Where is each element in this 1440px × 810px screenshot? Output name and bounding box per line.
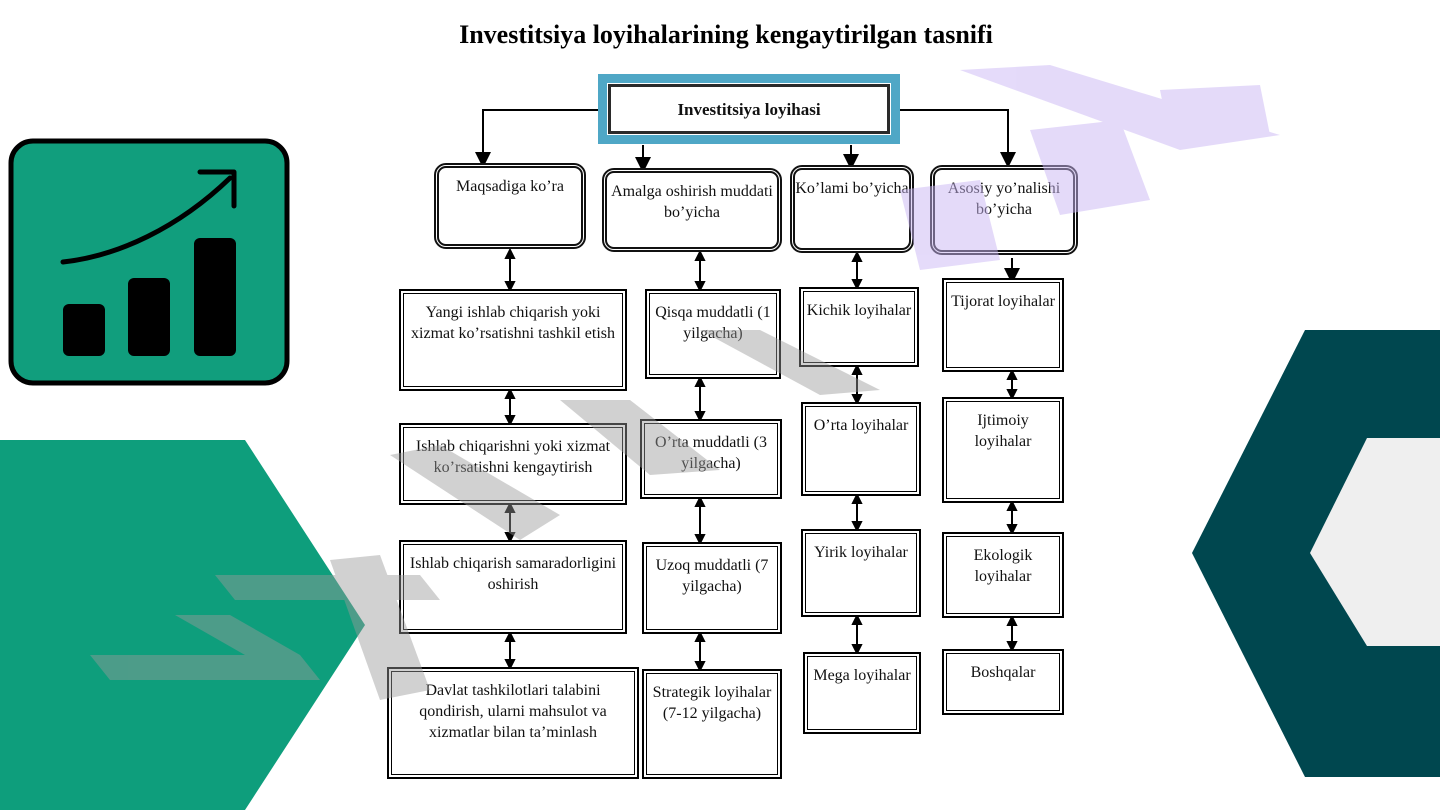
goal-item-box: Ishlab chiqarish samaradorligini oshiris…: [399, 540, 627, 634]
page-title: Investitsiya loyihalarining kengaytirilg…: [459, 20, 993, 49]
scale-item-box: O’rta loyihalar: [801, 402, 921, 496]
duration-item-box: Uzoq muddatli (7 yilgacha): [642, 542, 782, 634]
arrowhead: [504, 247, 516, 259]
category-box-direction: Asosiy yo’nalishi bo’yicha: [930, 165, 1078, 255]
arrowhead: [694, 281, 706, 293]
arrowhead: [1006, 389, 1018, 401]
arrowhead: [851, 613, 863, 625]
scale-item-box: Kichik loyihalar: [799, 287, 919, 367]
arrowhead: [1006, 524, 1018, 536]
arrowhead: [504, 532, 516, 544]
arrowhead: [851, 250, 863, 262]
arrowhead: [504, 659, 516, 671]
arrowhead: [851, 644, 863, 656]
goal-item-box: Davlat tashkilotlari talabini qondirish,…: [387, 667, 639, 779]
arrowhead: [504, 281, 516, 293]
arrowhead: [694, 375, 706, 387]
duration-item-box: Strategik loyihalar (7-12 yilgacha): [642, 669, 782, 779]
goal-item-box: Ishlab chiqarishni yoki xizmat ko’rsatis…: [399, 423, 627, 505]
arrowhead: [851, 394, 863, 406]
arrowhead: [694, 495, 706, 507]
arrowhead: [1006, 614, 1018, 626]
arrowhead: [694, 661, 706, 673]
arrowhead: [694, 411, 706, 423]
arrowhead: [504, 630, 516, 642]
root-box: Investitsiya loyihasi: [598, 74, 900, 144]
arrowhead: [504, 501, 516, 513]
goal-item-box: Yangi ishlab chiqarish yoki xizmat ko’rs…: [399, 289, 627, 391]
scale-item-box: Mega loyihalar: [803, 652, 921, 734]
direction-item-box: Ekologik loyihalar: [942, 532, 1064, 618]
arrowhead: [694, 534, 706, 546]
growth-chart-icon: [8, 138, 290, 386]
scale-item-box: Yirik loyihalar: [801, 529, 921, 617]
direction-item-box: Boshqalar: [942, 649, 1064, 715]
category-box-duration: Amalga oshirish muddati bo’yicha: [602, 168, 782, 252]
arrowhead: [694, 249, 706, 261]
arrowhead: [694, 630, 706, 642]
arrowhead: [1006, 499, 1018, 511]
arrowhead: [851, 279, 863, 291]
category-box-scale: Ko’lami bo’yicha: [790, 165, 914, 253]
arrowhead: [504, 415, 516, 427]
arrowhead: [1006, 368, 1018, 380]
arrowhead: [851, 363, 863, 375]
duration-item-box: Qisqa muddatli (1 yilgacha): [645, 289, 781, 379]
arrowhead: [504, 387, 516, 399]
direction-item-box: Tijorat loyihalar: [942, 278, 1064, 372]
arrowhead: [851, 492, 863, 504]
category-box-goal: Maqsadiga ko’ra: [434, 163, 586, 249]
direction-item-box: Ijtimoiy loyihalar: [942, 397, 1064, 503]
arrowhead: [851, 521, 863, 533]
duration-item-box: O’rta muddatli (3 yilgacha): [640, 419, 782, 499]
arrowhead: [1006, 641, 1018, 653]
